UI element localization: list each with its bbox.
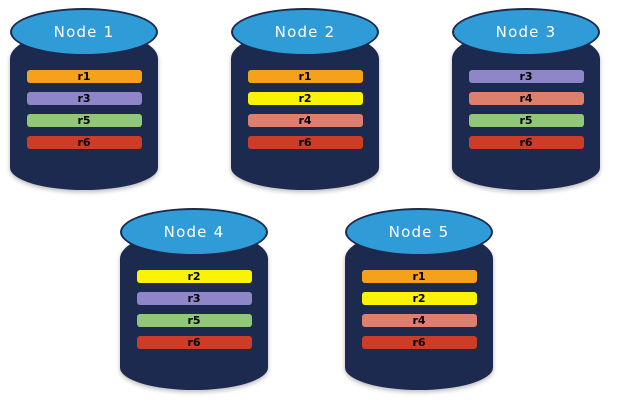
replica-label: r3 <box>77 92 91 105</box>
replica-label: r6 <box>298 136 312 149</box>
replica-bar-r2[interactable]: r2 <box>136 270 252 283</box>
cylinder-body-icon <box>10 30 158 190</box>
cylinder-top-icon: Node 1 <box>10 8 158 56</box>
replica-list: r2 r3 r5 r6 <box>120 270 268 349</box>
node-title: Node 2 <box>274 22 336 41</box>
cylinder-top-icon: Node 2 <box>231 8 379 56</box>
replica-bar-r2[interactable]: r2 <box>247 92 363 105</box>
replica-list: r1 r2 r4 r6 <box>345 270 493 349</box>
replica-label: r6 <box>519 136 533 149</box>
replica-label: r3 <box>519 70 533 83</box>
replica-bar-r3[interactable]: r3 <box>136 292 252 305</box>
replica-label: r2 <box>187 270 201 283</box>
replica-label: r5 <box>519 114 533 127</box>
replica-bar-r1[interactable]: r1 <box>26 70 142 83</box>
replica-bar-r1[interactable]: r1 <box>361 270 477 283</box>
node-title: Node 4 <box>163 222 225 241</box>
replica-label: r2 <box>298 92 312 105</box>
replica-label: r6 <box>412 336 426 349</box>
replica-bar-r4[interactable]: r4 <box>247 114 363 127</box>
replica-bar-r3[interactable]: r3 <box>468 70 584 83</box>
replica-bar-r5[interactable]: r5 <box>136 314 252 327</box>
replica-label: r4 <box>519 92 533 105</box>
replica-bar-r2[interactable]: r2 <box>361 292 477 305</box>
replica-label: r2 <box>412 292 426 305</box>
node-title: Node 5 <box>388 222 450 241</box>
replica-label: r4 <box>298 114 312 127</box>
replica-label: r4 <box>412 314 426 327</box>
cylinder-body-icon <box>231 30 379 190</box>
cylinder-body-icon <box>452 30 600 190</box>
database-node-4[interactable]: Node 4 r2 r3 r5 r6 <box>120 208 268 390</box>
replica-bar-r6[interactable]: r6 <box>468 136 584 149</box>
replica-bar-r6[interactable]: r6 <box>136 336 252 349</box>
replica-label: r6 <box>187 336 201 349</box>
database-node-5[interactable]: Node 5 r1 r2 r4 r6 <box>345 208 493 390</box>
replica-label: r1 <box>77 70 91 83</box>
replica-label: r6 <box>77 136 91 149</box>
replica-bar-r4[interactable]: r4 <box>468 92 584 105</box>
replica-bar-r5[interactable]: r5 <box>26 114 142 127</box>
replica-bar-r3[interactable]: r3 <box>26 92 142 105</box>
node-title: Node 3 <box>495 22 557 41</box>
database-node-3[interactable]: Node 3 r3 r4 r5 r6 <box>452 8 600 190</box>
replica-bar-r6[interactable]: r6 <box>26 136 142 149</box>
replica-bar-r6[interactable]: r6 <box>247 136 363 149</box>
cylinder-body-icon <box>120 230 268 390</box>
cylinder-top-icon: Node 5 <box>345 208 493 256</box>
replica-label: r3 <box>187 292 201 305</box>
replica-list: r1 r3 r5 r6 <box>10 70 158 149</box>
cylinder-top-icon: Node 3 <box>452 8 600 56</box>
replica-list: r1 r2 r4 r6 <box>231 70 379 149</box>
database-node-1[interactable]: Node 1 r1 r3 r5 r6 <box>10 8 158 190</box>
replica-bar-r6[interactable]: r6 <box>361 336 477 349</box>
database-node-2[interactable]: Node 2 r1 r2 r4 r6 <box>231 8 379 190</box>
replica-list: r3 r4 r5 r6 <box>452 70 600 149</box>
replica-label: r5 <box>77 114 91 127</box>
replica-bar-r4[interactable]: r4 <box>361 314 477 327</box>
replica-label: r5 <box>187 314 201 327</box>
replica-label: r1 <box>298 70 312 83</box>
node-title: Node 1 <box>53 22 115 41</box>
replica-label: r1 <box>412 270 426 283</box>
cylinder-top-icon: Node 4 <box>120 208 268 256</box>
replica-bar-r1[interactable]: r1 <box>247 70 363 83</box>
replica-bar-r5[interactable]: r5 <box>468 114 584 127</box>
cylinder-body-icon <box>345 230 493 390</box>
